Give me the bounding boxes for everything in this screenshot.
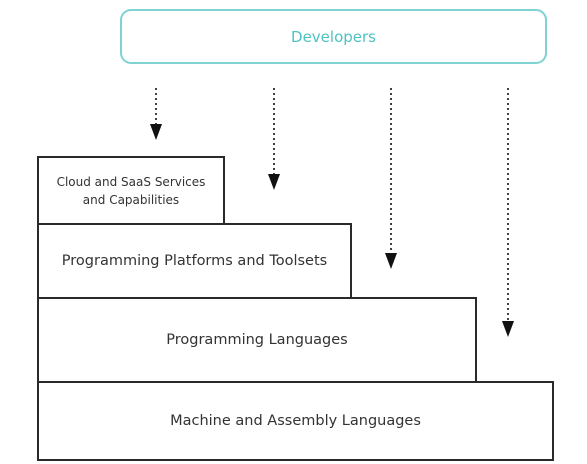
arrow-to-languages-head (385, 253, 397, 269)
layer-machine-assembly-label: Machine and Assembly Languages (170, 413, 421, 429)
layer-machine-assembly: Machine and Assembly Languages (37, 381, 554, 461)
layer-programming-platforms-label: Programming Platforms and Toolsets (61, 253, 328, 269)
developers-box: Developers (120, 9, 547, 64)
arrow-to-platforms-head (268, 174, 280, 190)
layer-cloud-saas-services: Cloud and SaaS Services and Capabilities (37, 156, 225, 225)
layer-programming-languages-label: Programming Languages (166, 332, 348, 348)
developers-label: Developers (291, 27, 376, 46)
arrow-to-machine-head (502, 321, 514, 337)
layer-programming-languages: Programming Languages (37, 297, 477, 383)
layer-cloud-saas-label-line1: Cloud and SaaS Services (56, 174, 206, 189)
layer-programming-platforms: Programming Platforms and Toolsets (37, 223, 352, 299)
arrow-to-cloud-head (150, 124, 162, 140)
layer-cloud-saas-label-line2: and Capabilities (82, 192, 180, 207)
layer-cloud-saas-label: Cloud and SaaS Services and Capabilities (57, 173, 206, 209)
